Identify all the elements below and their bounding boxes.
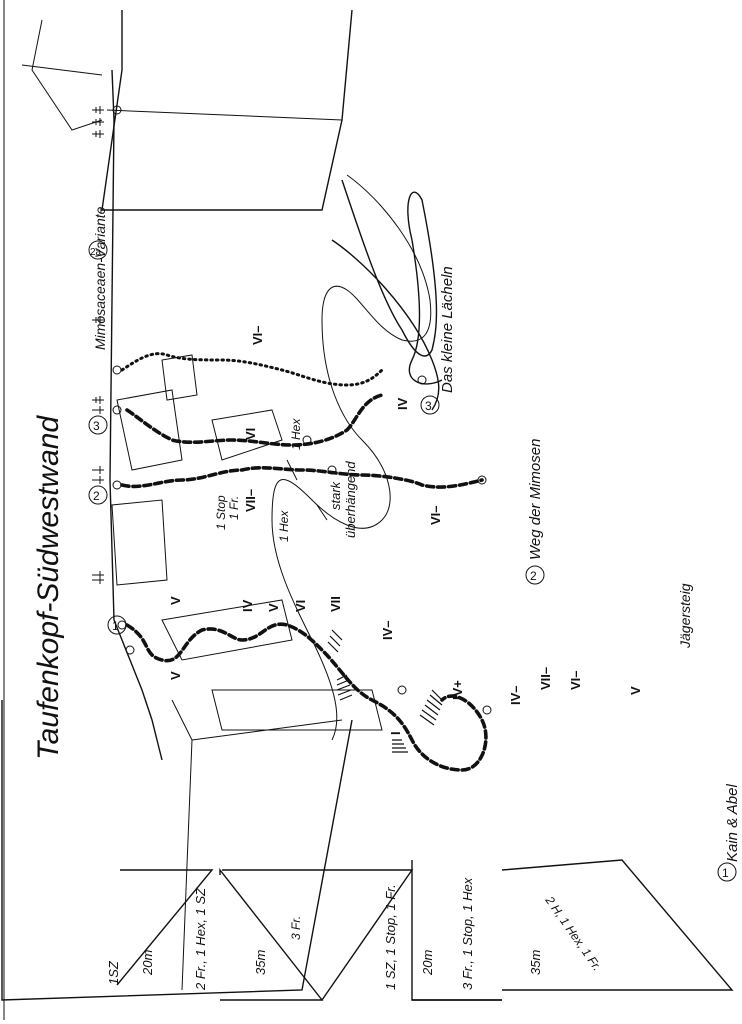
tree-icons <box>92 106 104 584</box>
pitch-legend: 1SZ 20m 2 Fr., 1 Hex, 1 SZ 35m 3 Fr. 1 S… <box>106 877 604 991</box>
route-1-name: Kain & Abel <box>724 784 741 862</box>
annotation-fr: 1 Fr. <box>227 496 241 520</box>
grade: VII– <box>538 667 553 690</box>
grade: VI– <box>428 505 443 525</box>
page-title: Taufenkopf-Südwestwand <box>32 415 65 760</box>
grade: V <box>628 686 643 695</box>
summit-block-line <box>21 64 103 76</box>
route-2-number: 2 <box>93 489 100 503</box>
pitch-scale <box>116 859 734 1001</box>
belay-stations <box>112 105 492 715</box>
route-3-name: Das kleine Lächeln <box>439 266 456 393</box>
annotation-stark: stark <box>328 480 343 510</box>
start-block-face <box>171 699 193 991</box>
grade: V <box>266 603 281 612</box>
route-2-line <box>120 466 484 489</box>
pitch-gear-2: 3 Fr. <box>289 916 303 940</box>
pitch-length: 20m <box>140 950 155 976</box>
route-3-number-bottom: 3 <box>425 399 432 413</box>
grade: IV– <box>380 620 395 640</box>
route-3-line <box>125 393 384 447</box>
grade: VII– <box>243 489 258 512</box>
annotation-1hex-a: 1 Hex <box>289 418 303 450</box>
pitch-gear: 2 Fr., 1 Hex, 1 SZ <box>193 887 208 991</box>
annotation-ueberhaengend: überhängend <box>343 461 358 538</box>
pitch-gear-2: 2 H, 1 Hex, 1 Fr. <box>542 893 604 974</box>
grade: VI– <box>250 325 265 345</box>
route-2-number-bottom: 2 <box>530 569 537 583</box>
grade: IV <box>395 397 410 410</box>
annotation-stop: 1 Stop <box>214 495 228 530</box>
route-2-name: Weg der Mimosen <box>527 439 544 560</box>
route-2a-number: 2a <box>90 247 102 258</box>
roof-blocks <box>111 354 383 731</box>
route-1-number: 1 <box>112 619 119 633</box>
grade: VI <box>243 428 258 440</box>
grade: VII <box>328 596 343 612</box>
annotation-1hex-b: 1 Hex <box>277 510 291 542</box>
approach-label: Jägersteig <box>677 583 693 649</box>
route-1-line <box>125 622 488 772</box>
grade-labels: V V IV V VI VII IV– IV+ I IV– VII– VI– V… <box>168 325 643 735</box>
arrow-marker <box>316 504 328 521</box>
pitch-gear: 3 Fr., 1 Stop, 1 Hex <box>460 877 475 990</box>
overhang-hatching <box>327 629 443 753</box>
pitch-length: 20m <box>420 950 435 976</box>
route-3-number: 3 <box>93 419 100 433</box>
grade: IV <box>240 599 255 612</box>
route-1-number-bottom: 1 <box>722 866 729 880</box>
grade: IV+ <box>450 680 465 700</box>
grade: VI– <box>568 670 583 690</box>
pitch-length: 35m <box>253 950 268 975</box>
summit-block-left <box>31 19 103 131</box>
rock-foot-outline <box>331 179 443 411</box>
arrow-marker-2 <box>286 459 298 481</box>
grade: I <box>388 731 403 735</box>
pitch-gear: 1 SZ, 1 Stop, 1 Fr. <box>383 884 398 990</box>
grade: IV– <box>508 685 523 705</box>
grade: VI <box>293 600 308 612</box>
approach-path <box>271 174 432 741</box>
summit-block <box>101 9 353 211</box>
pitch-length: 35m <box>528 950 543 975</box>
pitch-gear: 1SZ <box>106 960 121 985</box>
route-2a-name: Mimosaceaen-Variante <box>92 206 108 350</box>
start-block <box>1 700 353 1001</box>
grade: V <box>168 596 183 605</box>
summit-block-edge <box>106 109 343 121</box>
grade: V <box>168 671 183 680</box>
route-2a-line <box>120 352 384 387</box>
route-markers: 1 2 3 2a 3 2 1 <box>88 240 737 882</box>
